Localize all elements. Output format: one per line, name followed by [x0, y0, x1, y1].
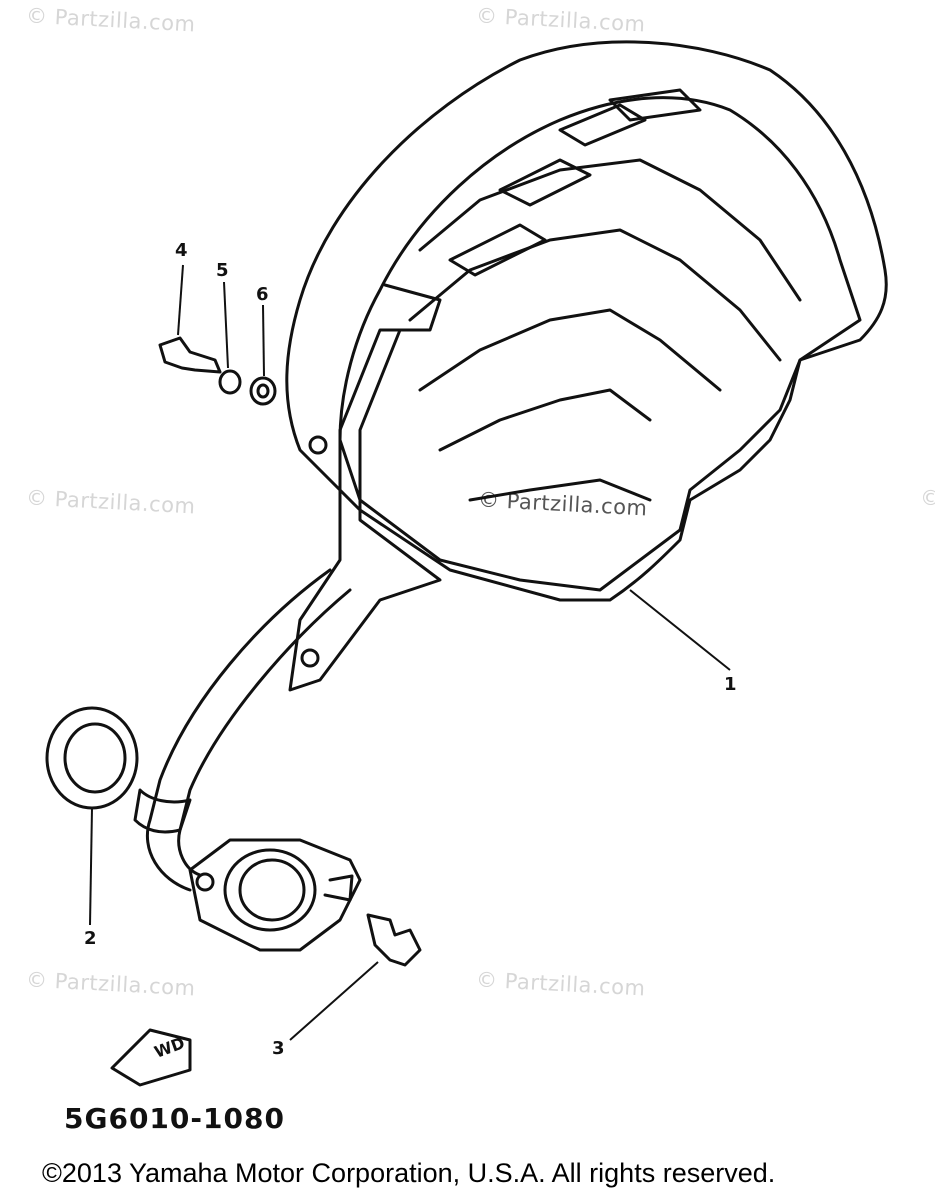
- exhaust-pipe-bend: [133, 788, 192, 834]
- flange-port: [223, 848, 317, 932]
- heat-shield-face: [338, 96, 862, 592]
- leader-line-2: [89, 807, 93, 926]
- flange-slot: [323, 874, 354, 902]
- heat-shield-rib: [418, 158, 802, 302]
- leader-line-4: [177, 264, 184, 336]
- diagram-code: 5G6010-1080: [64, 1102, 285, 1135]
- heat-shield-rib: [468, 478, 652, 502]
- heat-shield-rib: [408, 228, 782, 362]
- bracket-hole: [308, 435, 328, 455]
- exhaust-pipe: [145, 568, 332, 892]
- leader-line-5: [223, 281, 229, 369]
- bracket-hole: [300, 648, 320, 668]
- heat-shield-rib: [418, 308, 722, 392]
- callout-part-4: 4: [175, 240, 188, 261]
- heat-shield-slot: [448, 223, 547, 277]
- leader-line-6: [262, 304, 265, 377]
- callout-part-1: 1: [724, 674, 737, 695]
- mounting-bracket: [288, 283, 442, 692]
- plain-washer-6: [249, 376, 277, 406]
- exhaust-flange: [188, 838, 362, 952]
- heat-shield-slot: [558, 103, 647, 147]
- callout-part-6: 6: [256, 284, 269, 305]
- heat-shield-slot: [498, 158, 592, 207]
- bolt-4: [158, 336, 222, 374]
- stud-bolt-3: [366, 913, 422, 967]
- flange-bolt-hole: [195, 872, 215, 892]
- exhaust-pipe: [177, 588, 352, 877]
- heat-shield-slot: [608, 88, 702, 122]
- callout-part-3: 3: [272, 1038, 285, 1059]
- fwd-arrow-icon: [110, 1028, 192, 1087]
- heat-shield-rib: [438, 388, 652, 452]
- muffler-shell-back: [285, 40, 888, 602]
- plain-washer-6-hole: [256, 383, 270, 399]
- flange-port-inner: [238, 858, 306, 922]
- exhaust-gasket-2-inner: [63, 722, 127, 794]
- callout-part-2: 2: [84, 928, 97, 949]
- callout-part-5: 5: [216, 260, 229, 281]
- copyright-notice: ©2013 Yamaha Motor Corporation, U.S.A. A…: [42, 1158, 776, 1188]
- leader-line-3: [289, 961, 379, 1041]
- spring-washer-5: [218, 369, 242, 395]
- leader-line-1: [629, 589, 731, 671]
